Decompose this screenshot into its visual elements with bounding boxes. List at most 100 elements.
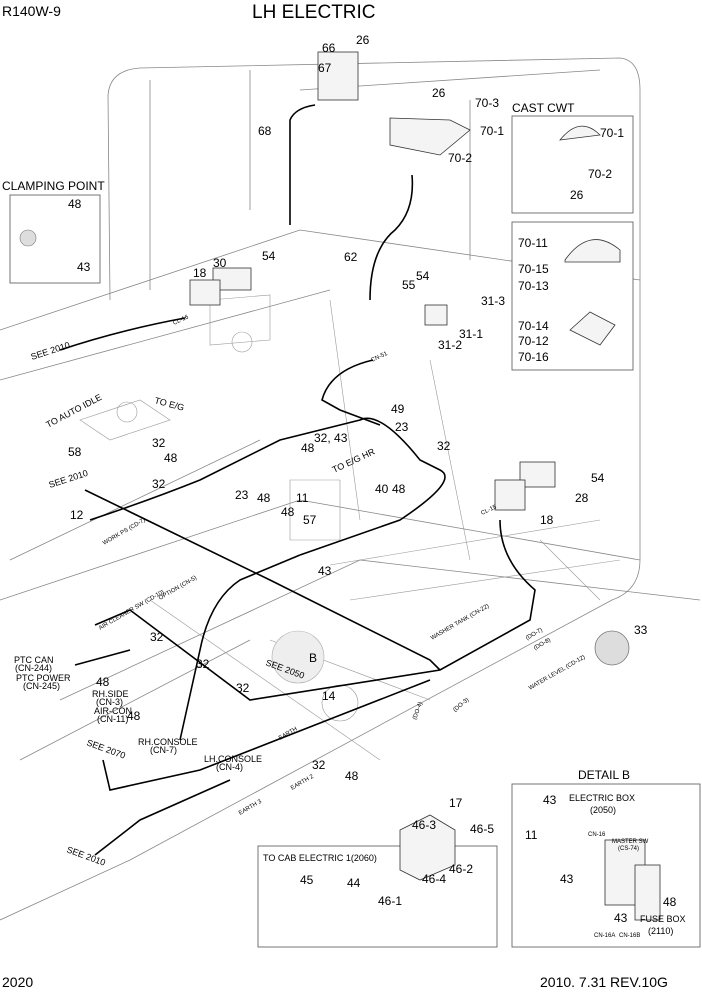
clamping-point-inset: CLAMPING POINT 48 43 xyxy=(2,179,105,274)
electric-box-ref: (2050) xyxy=(590,805,616,815)
callout: 46-2 xyxy=(449,862,473,876)
earth-label: EARTH xyxy=(278,726,299,741)
callout: 62 xyxy=(344,250,358,264)
callout: 26 xyxy=(356,33,370,47)
cast-cwt-title: CAST CWT xyxy=(512,101,575,115)
callout: 55 xyxy=(402,278,416,292)
option-label: OPTION (CN-5) xyxy=(158,575,198,602)
machine-frame xyxy=(0,51,701,921)
callout: 70-14 xyxy=(518,319,549,333)
callout: 28 xyxy=(575,491,589,505)
work-ps-label: WORK PS (CD-7) xyxy=(102,518,147,547)
reference-notes: SEE 2010 SEE 2010 SEE 2010 SEE 2070 SEE … xyxy=(30,340,377,868)
to-eg-hr-note: TO E/G HR xyxy=(331,446,377,475)
page-title: LH ELECTRIC xyxy=(252,2,376,23)
cab-electric-inset: TO CAB ELECTRIC 1(2060) 17 46-3 46-5 46-… xyxy=(263,796,494,908)
callout: 68 xyxy=(258,124,272,138)
cl15-label: CL-15 xyxy=(480,504,498,517)
callout: 46-1 xyxy=(378,894,402,908)
ptc-power-id: (CN-245) xyxy=(23,681,60,691)
callout: 45 xyxy=(300,873,314,887)
detail-b-title: DETAIL B xyxy=(578,768,630,782)
callout: 32, 43 xyxy=(314,431,348,445)
callout: 32 xyxy=(437,439,451,453)
callout: 43 xyxy=(543,793,557,807)
rh-side-id: (CN-3) xyxy=(96,697,123,707)
do8-label: (DO-8) xyxy=(533,637,552,651)
callout: 40 xyxy=(375,482,389,496)
callout: 48 xyxy=(127,709,141,723)
callout: 31-1 xyxy=(459,327,483,341)
ptc-can-id: (CN-244) xyxy=(15,663,52,673)
do3-label: (DO-3) xyxy=(452,697,470,713)
callout: 11 xyxy=(525,828,538,842)
see-2010-ref: SEE 2010 xyxy=(48,468,90,490)
callout: 26 xyxy=(432,86,446,100)
to-eg-note: TO E/G xyxy=(153,395,185,413)
callout: 43 xyxy=(614,911,628,925)
detail-b-inset: DETAIL B ELECTRIC BOX (2050) 43 11 CN-16… xyxy=(525,768,686,939)
callout: 11 xyxy=(296,491,309,505)
callout: 54 xyxy=(591,471,605,485)
callout: 48 xyxy=(164,451,178,465)
callout: 48 xyxy=(663,895,677,909)
master-sw-id: (CS-74) xyxy=(618,846,639,852)
cn16b-label: CN-16B xyxy=(619,933,640,939)
callouts: 26 66 67 68 26 70-3 70-1 70-2 62 30 54 1… xyxy=(68,33,648,783)
see-2070-ref: SEE 2070 xyxy=(85,737,127,760)
electric-box-label: ELECTRIC BOX xyxy=(569,793,635,803)
callout: 46-5 xyxy=(470,822,494,836)
see-2010-ref: SEE 2010 xyxy=(65,844,107,867)
callout: 70-3 xyxy=(475,96,499,110)
washer-tank-label: WASHER TANK (CN-22) xyxy=(430,603,490,641)
callout: 23 xyxy=(395,420,409,434)
callout: 46-4 xyxy=(422,872,446,886)
callout: 14 xyxy=(322,689,336,703)
lh-console-label: LH.CONSOLE xyxy=(204,754,262,764)
callout: 70-12 xyxy=(518,334,549,348)
lamp-30 xyxy=(212,267,252,291)
callout: 70-11 xyxy=(518,236,548,250)
callout: 48 xyxy=(68,197,82,211)
fuse-box-label: FUSE BOX xyxy=(640,914,686,924)
callout: 43 xyxy=(318,564,332,578)
callout: 32 xyxy=(236,681,250,695)
air-con-label: AIR-CON xyxy=(94,706,132,716)
callout: 32 xyxy=(312,758,326,772)
callout: 70-15 xyxy=(518,262,549,276)
detail-b-label: B xyxy=(309,651,317,665)
callout: 46-3 xyxy=(412,818,436,832)
earth2-label: EARTH 2 xyxy=(290,774,315,792)
callout: 26 xyxy=(570,188,584,202)
to-auto-idle-note: TO AUTO IDLE xyxy=(44,392,103,430)
air-con-id: (CN-11) xyxy=(97,714,128,724)
callout: 30 xyxy=(213,256,227,270)
callout: 48 xyxy=(96,675,110,689)
callout: 70-1 xyxy=(600,126,624,140)
page-number: 2020 xyxy=(2,974,33,990)
callout: 43 xyxy=(560,872,574,886)
rh-console-id: (CN-7) xyxy=(150,745,177,755)
callout: 66 xyxy=(322,41,336,55)
lh-console-id: (CN-4) xyxy=(216,762,243,772)
cn51-label: CN-51 xyxy=(370,351,389,364)
cast-cwt-inset: CAST CWT 70-1 70-2 26 xyxy=(512,101,624,202)
callout: 49 xyxy=(391,402,405,416)
callout: 12 xyxy=(70,508,84,522)
part-33-grille xyxy=(594,630,630,666)
revision-date: 2010. 7.31 REV.10G xyxy=(540,974,668,990)
cn16-label: CN-16 xyxy=(588,832,606,838)
callout: 48 xyxy=(301,441,315,455)
callout: 48 xyxy=(281,505,295,519)
callout: 32 xyxy=(152,436,166,450)
bracket-18b xyxy=(494,479,526,511)
callout: 48 xyxy=(392,482,406,496)
callout: 70-16 xyxy=(518,350,549,364)
callout: 70-1 xyxy=(480,124,504,138)
callout: 31-2 xyxy=(438,338,462,352)
callout: 17 xyxy=(449,796,463,810)
model-number: R140W-9 xyxy=(2,3,61,19)
bracket-18 xyxy=(189,279,221,306)
cn16a-label: CN-16A xyxy=(594,933,615,939)
callout: 48 xyxy=(257,491,271,505)
